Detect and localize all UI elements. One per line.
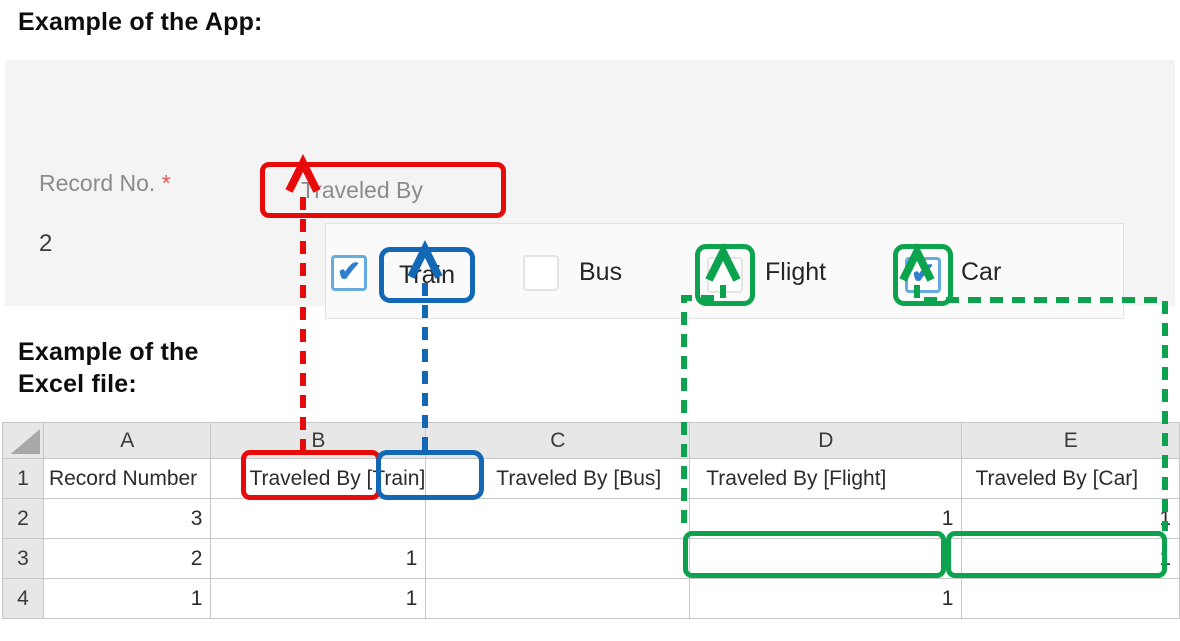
- cell-e4[interactable]: [961, 578, 1180, 619]
- checkbox-bus[interactable]: [523, 255, 559, 291]
- b1-traveledby-red-annotation: [241, 450, 381, 500]
- app-panel: Record No. * Traveled By 2 ✔ Train Bus F…: [5, 60, 1175, 319]
- cell-c1[interactable]: Traveled By [Bus]: [425, 458, 691, 499]
- record-no-label-text: Record No.: [39, 170, 156, 196]
- required-asterisk: *: [161, 170, 171, 196]
- cell-e3[interactable]: 1: [961, 538, 1180, 579]
- spreadsheet: A B C D E 1 Record Number Traveled By [T…: [2, 422, 1180, 619]
- cell-b3[interactable]: 1: [210, 538, 427, 579]
- cell-d1[interactable]: Traveled By [Flight]: [689, 458, 963, 499]
- cell-a1[interactable]: Record Number: [42, 458, 212, 499]
- checkbox-flight-label[interactable]: Flight: [765, 258, 827, 286]
- e3-cell-green-annotation: [946, 531, 1167, 578]
- checkbox-flight[interactable]: [707, 257, 743, 293]
- checkbox-car[interactable]: ✔: [905, 257, 941, 293]
- column-header-a[interactable]: A: [42, 422, 212, 459]
- checkbox-car-label[interactable]: Car: [961, 258, 1002, 286]
- checkmark-icon: ✔: [336, 255, 362, 288]
- d3-cell-green-annotation: [683, 531, 946, 578]
- cell-c3[interactable]: [425, 538, 691, 579]
- column-header-e[interactable]: E: [961, 422, 1180, 459]
- row-header-1[interactable]: 1: [2, 458, 44, 499]
- row-header-2[interactable]: 2: [2, 498, 44, 539]
- cell-a4[interactable]: 1: [42, 578, 212, 619]
- record-no-value: 2: [39, 230, 53, 257]
- train-label-blue-annotation: Train: [379, 247, 475, 303]
- table-row: 4 1 1 1: [2, 578, 1180, 619]
- car-checkbox-green-annotation: ✔: [893, 244, 953, 306]
- cell-d4[interactable]: 1: [689, 578, 963, 619]
- record-no-label: Record No. *: [39, 170, 171, 197]
- excel-example-title: Example of the Excel file:: [18, 336, 199, 400]
- flight-checkbox-green-annotation: [695, 244, 755, 306]
- field-label: Traveled By: [301, 176, 423, 203]
- cell-b2[interactable]: [210, 498, 427, 539]
- cell-c4[interactable]: [425, 578, 691, 619]
- app-example-title: Example of the App:: [18, 8, 263, 36]
- checkbox-train[interactable]: ✔: [331, 255, 367, 291]
- checkbox-bus-label[interactable]: Bus: [579, 258, 623, 286]
- table-row: 3 2 1 1: [2, 538, 1180, 579]
- excel-example-title-line2: Excel file:: [18, 370, 137, 398]
- row-header-3[interactable]: 3: [2, 538, 44, 579]
- cell-a3[interactable]: 2: [42, 538, 212, 579]
- table-row: 1 Record Number Traveled By [Train] Trav…: [2, 458, 1180, 499]
- column-header-d[interactable]: D: [689, 422, 963, 459]
- cell-c2[interactable]: [425, 498, 691, 539]
- checkbox-train-label[interactable]: Train: [398, 260, 456, 289]
- field-label-red-annotation: Traveled By: [260, 162, 506, 218]
- checkmark-icon: ✔: [910, 257, 936, 290]
- b1-train-blue-annotation: [376, 450, 484, 500]
- cell-d3[interactable]: [689, 538, 963, 579]
- column-header-row: A B C D E: [2, 422, 1180, 459]
- row-header-4[interactable]: 4: [2, 578, 44, 619]
- cell-b4[interactable]: 1: [210, 578, 427, 619]
- cell-e1[interactable]: Traveled By [Car]: [961, 458, 1180, 499]
- excel-example-title-line1: Example of the: [18, 338, 199, 366]
- cell-a2[interactable]: 3: [42, 498, 212, 539]
